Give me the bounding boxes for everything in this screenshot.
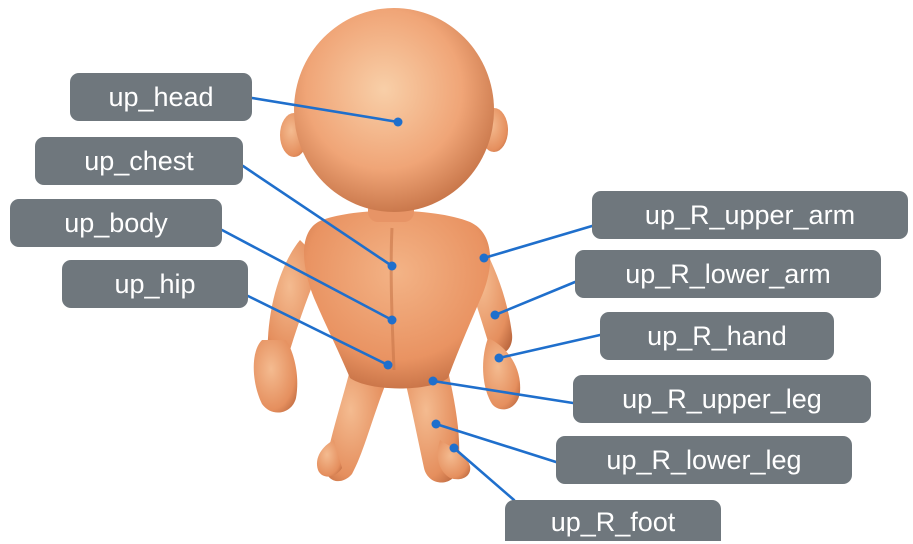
connector-dot-head — [394, 118, 403, 127]
label-up-chest: up_chest — [35, 137, 243, 185]
connector-r-lower-arm — [495, 282, 575, 315]
connector-dot-r-hand — [495, 354, 504, 363]
connector-dot-r-upper-arm — [480, 254, 489, 263]
label-up-head: up_head — [70, 73, 252, 121]
character-figure — [254, 8, 520, 483]
connector-r-hand — [499, 335, 600, 358]
label-up-r-upper-leg: up_R_upper_leg — [573, 375, 871, 423]
label-up-r-foot: up_R_foot — [505, 500, 721, 541]
left-hand — [254, 340, 298, 413]
connector-dot-r-foot — [450, 444, 459, 453]
connector-dot-hip — [384, 361, 393, 370]
connector-dot-r-upper-leg — [429, 377, 438, 386]
connector-dot-body — [388, 316, 397, 325]
label-up-r-hand: up_R_hand — [600, 312, 834, 360]
connector-dot-chest — [388, 262, 397, 271]
label-up-r-lower-leg: up_R_lower_leg — [556, 436, 852, 484]
right-hand — [483, 338, 520, 409]
connector-dot-r-lower-leg — [432, 420, 441, 429]
label-up-r-upper-arm: up_R_upper_arm — [592, 191, 908, 239]
connector-dot-r-lower-arm — [491, 311, 500, 320]
label-up-body: up_body — [10, 199, 222, 247]
label-up-hip: up_hip — [62, 260, 248, 308]
label-up-r-lower-arm: up_R_lower_arm — [575, 250, 881, 298]
torso — [304, 211, 490, 389]
